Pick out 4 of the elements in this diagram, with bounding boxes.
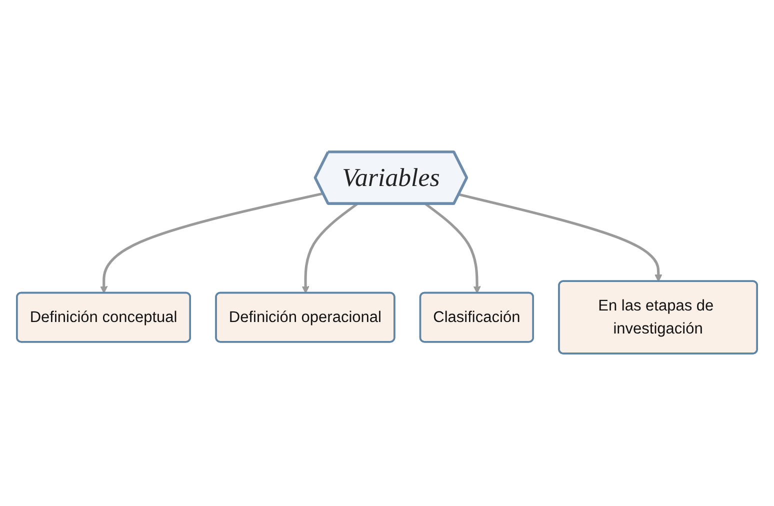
arrow: [458, 194, 662, 282]
arrow: [100, 192, 324, 294]
arrow: [424, 203, 481, 294]
arrow: [302, 203, 358, 294]
